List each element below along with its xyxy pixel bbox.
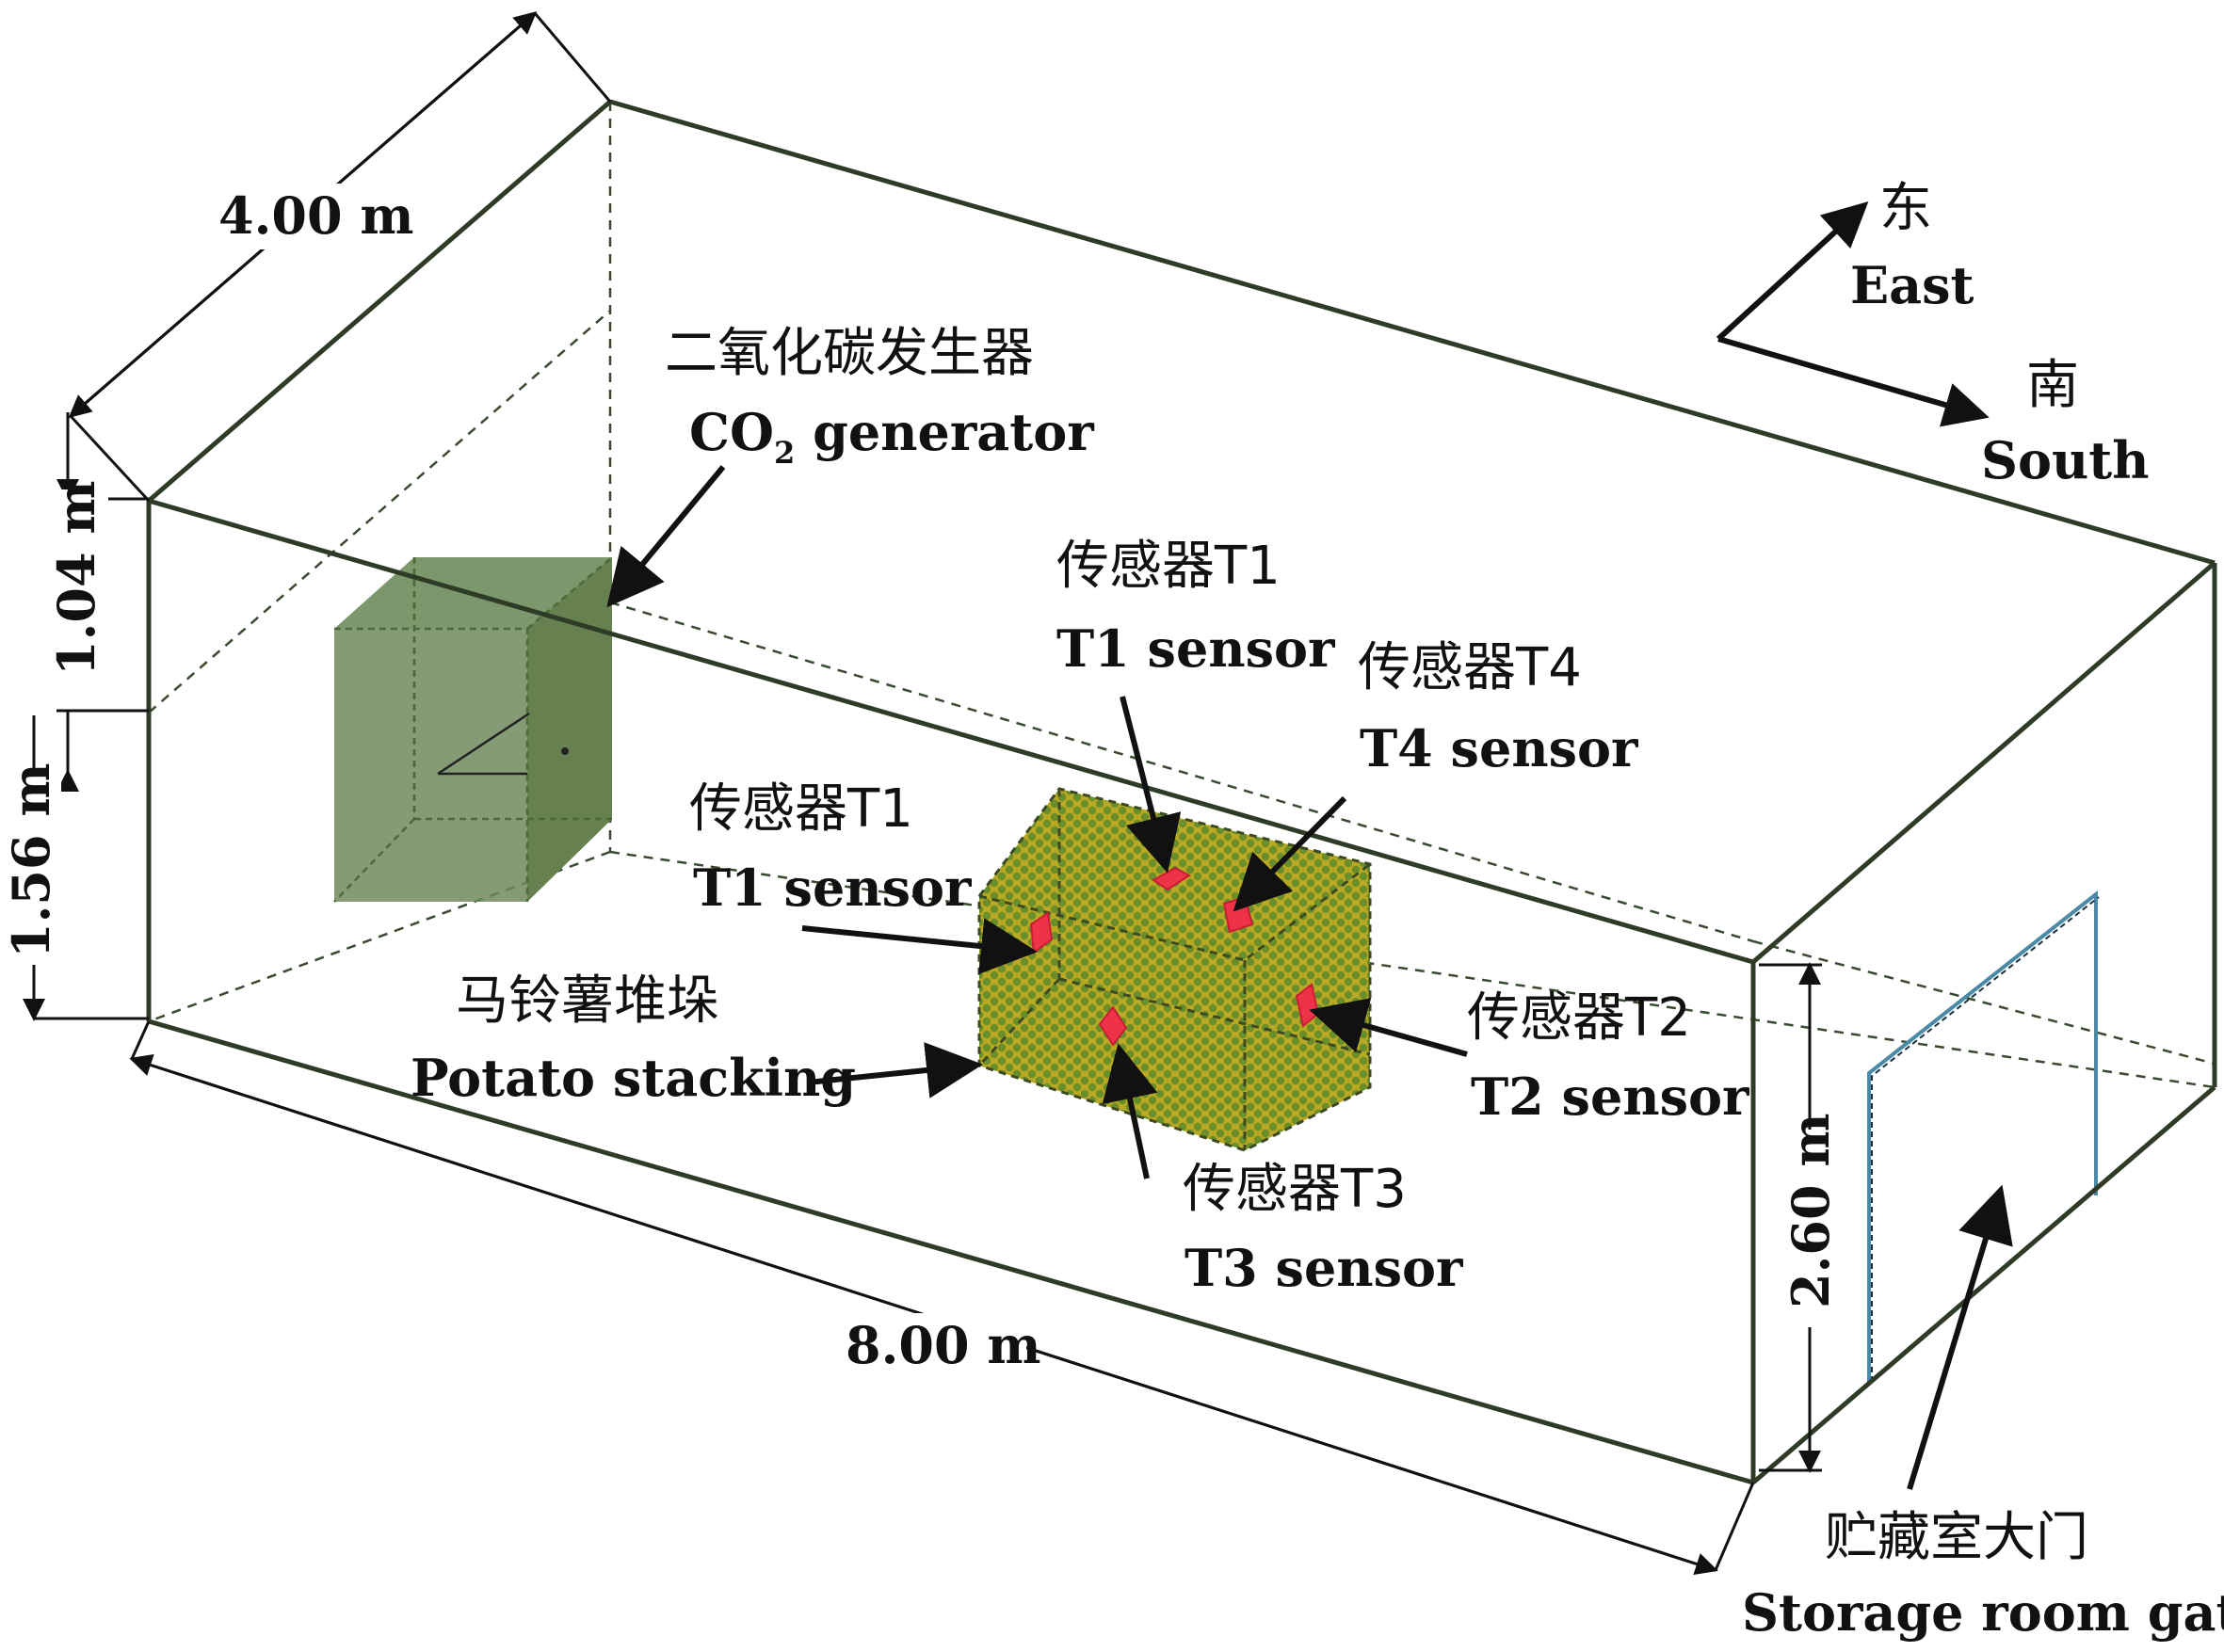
upper-dimension-label: 1.04 m	[46, 481, 106, 676]
co2-generator-label-en: CO2 generator	[689, 402, 1094, 471]
compass	[1716, 200, 1990, 427]
sensor-t1-top-label-cn: 传感器T1	[1056, 536, 1281, 597]
leader-lines	[606, 465, 2013, 1490]
sensor-t3-label-cn: 传感器T3	[1183, 1159, 1407, 1220]
room-hidden-edges	[148, 102, 2216, 1089]
width-dimension-label: 4.00 m	[218, 185, 413, 246]
compass-south-cn: 南	[2026, 355, 2079, 416]
generator-outlet-icon	[561, 747, 569, 755]
co2-generator-label-cn: 二氧化碳发生器	[665, 323, 1034, 384]
labels: 4.00 m 8.00 m 2.60 m 1.04 m 1.56 m 东 Eas…	[1, 178, 2224, 1643]
sensor-t3-label-en: T3 sensor	[1185, 1238, 1463, 1298]
sensor-t4-label-cn: 传感器T4	[1358, 637, 1582, 698]
room-visible-edges	[146, 99, 2217, 1485]
potato-stack-label-cn: 马铃薯堆垛	[456, 970, 719, 1032]
sensor-t1-left-label-cn: 传感器T1	[689, 778, 913, 840]
compass-east-en: East	[1850, 255, 1974, 315]
sensor-t1-left-label-en: T1 sensor	[693, 858, 972, 918]
sensor-t4-label-en: T4 sensor	[1360, 718, 1638, 778]
potato-stack-box	[977, 787, 1372, 1152]
gate-label-en: Storage room gate	[1742, 1582, 2224, 1643]
sensor-t2-label-cn: 传感器T2	[1467, 987, 1691, 1049]
height-dimension-label: 2.60 m	[1781, 1114, 1841, 1308]
co2-generator-box	[333, 556, 613, 903]
sensor-t3-marker	[1098, 1005, 1128, 1047]
sensor-t2-label-en: T2 sensor	[1471, 1067, 1749, 1127]
storage-gate	[1867, 890, 2100, 1382]
sensor-t1-top-label-en: T1 sensor	[1056, 618, 1335, 679]
gate-label-cn: 贮藏室大门	[1825, 1507, 2088, 1568]
compass-south-en: South	[1981, 430, 2149, 490]
potato-stack-label-en: Potato stacking	[411, 1048, 856, 1108]
compass-east-cn: 东	[1879, 178, 1932, 239]
length-dimension-label: 8.00 m	[846, 1315, 1040, 1375]
lower-dimension-label: 1.56 m	[1, 763, 61, 958]
